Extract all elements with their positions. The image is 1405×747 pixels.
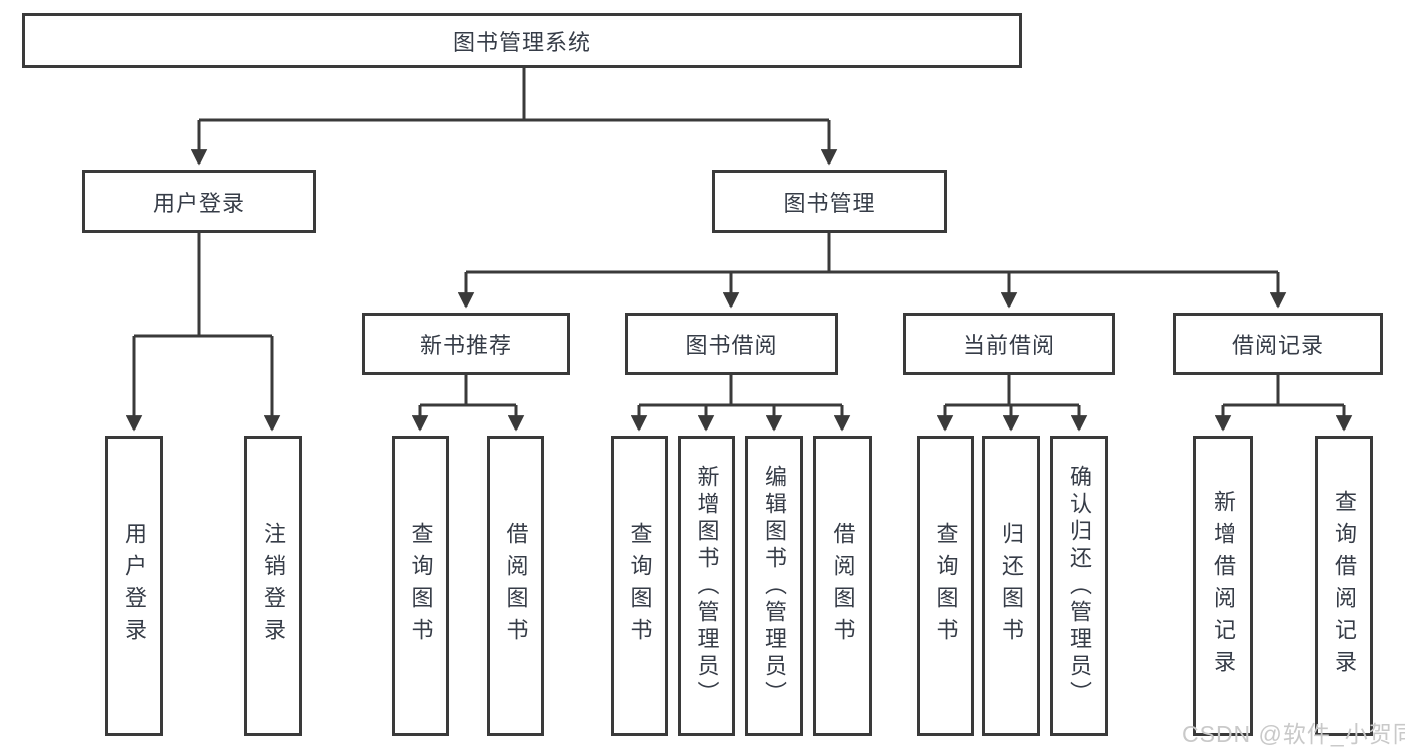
node-label: 新增借阅记录 — [1211, 490, 1236, 682]
node-library-system: 图书管理系统 — [22, 13, 1022, 68]
leaf-edit-books-admin: 编辑图书（管理员） — [745, 436, 803, 736]
node-label: 图书管理系统 — [452, 29, 591, 55]
leaf-return-books: 归还图书 — [982, 436, 1040, 736]
leaf-user-login: 用户登录 — [105, 436, 163, 736]
node-label: 图书借阅 — [685, 333, 778, 358]
node-label: 确认归还（管理员） — [1067, 464, 1092, 708]
leaf-query-borrow-record: 查询借阅记录 — [1315, 436, 1373, 736]
csdn-watermark: CSDN @软件_小贺同学 — [1182, 721, 1405, 747]
node-label: 编辑图书（管理员） — [762, 464, 787, 708]
leaf-query-books-borrow: 查询图书 — [611, 436, 668, 736]
node-book-management: 图书管理 — [712, 170, 947, 233]
node-label: 用户登录 — [152, 190, 245, 216]
node-label: 借阅图书 — [503, 522, 529, 650]
node-label: 归还图书 — [999, 522, 1024, 650]
node-label: 用户登录 — [122, 522, 147, 650]
node-label: 图书管理 — [783, 190, 876, 216]
leaf-logout: 注销登录 — [244, 436, 302, 736]
node-label: 新书推荐 — [419, 333, 512, 358]
node-new-book-recommend: 新书推荐 — [362, 313, 570, 375]
node-label: 借阅图书 — [830, 522, 856, 650]
leaf-query-books-recommend: 查询图书 — [392, 436, 449, 736]
node-label: 当前借阅 — [962, 333, 1055, 358]
node-label: 查询图书 — [408, 522, 434, 650]
node-label: 借阅记录 — [1231, 333, 1324, 358]
leaf-borrow-books: 借阅图书 — [813, 436, 872, 736]
node-label: 注销登录 — [261, 522, 286, 650]
node-book-borrow: 图书借阅 — [625, 313, 838, 375]
leaf-query-books-current: 查询图书 — [917, 436, 974, 736]
leaf-confirm-return-admin: 确认归还（管理员） — [1050, 436, 1108, 736]
leaf-add-borrow-record: 新增借阅记录 — [1193, 436, 1253, 736]
leaf-add-books-admin: 新增图书（管理员） — [678, 436, 735, 736]
node-label: 新增图书（管理员） — [694, 464, 720, 708]
node-borrow-records: 借阅记录 — [1173, 313, 1383, 375]
leaf-borrow-books-recommend: 借阅图书 — [487, 436, 544, 736]
node-label: 查询图书 — [933, 522, 959, 650]
node-label: 查询图书 — [627, 522, 653, 650]
node-label: 查询借阅记录 — [1332, 490, 1357, 682]
node-user-login: 用户登录 — [82, 170, 316, 233]
node-current-borrow: 当前借阅 — [903, 313, 1115, 375]
